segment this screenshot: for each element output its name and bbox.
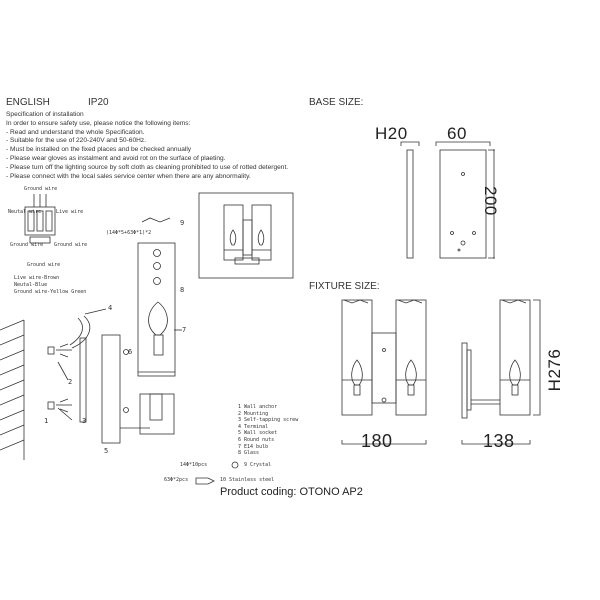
- steel-qty-label: 63Φ*2pcs: [164, 477, 189, 483]
- parts-legend: 1 Wall anchor 2 Mounting 3 Self-tapping …: [238, 404, 298, 457]
- callout-3: 3: [82, 417, 87, 425]
- fixture-front-view: [341, 299, 427, 416]
- base-width-dimension: 60: [447, 124, 467, 143]
- depth-dimension-line: [461, 440, 531, 445]
- wire-color-live: Live wire-Brown: [14, 275, 60, 281]
- spec-line: - Please turn off the lighting source by…: [6, 163, 289, 171]
- callout-5: 5: [104, 447, 109, 455]
- legend-item: 4 Terminal: [238, 423, 269, 430]
- inset-view-frame: [198, 192, 294, 279]
- spec-line: - Must be installed on the fixed places …: [6, 146, 192, 154]
- crystal-icon: [231, 461, 239, 469]
- wire-label-neutral: Neutal wire: [8, 209, 42, 215]
- wire-label-ground-top: Ground wire: [24, 186, 58, 192]
- spec-line: - Suitable for the use of 220-240V and 5…: [6, 137, 147, 145]
- spec-title: Specification of installation: [6, 111, 84, 118]
- spec-line: - Read and understand the whole Specific…: [6, 128, 145, 136]
- legend-item: 7 E14 bulb: [238, 443, 269, 450]
- product-coding: Product coding: OTONO AP2: [220, 486, 363, 498]
- legend-item: 1 Wall anchor: [238, 404, 278, 410]
- legend-item-crystal: 9 Crystal: [244, 462, 272, 468]
- callout-6: 6: [128, 348, 133, 356]
- round-nut: [123, 407, 129, 413]
- wire-color-neutral: Neutal-Blue: [14, 282, 48, 288]
- callout-8: 8: [180, 286, 185, 294]
- spec-line: In order to ensure safety use, please no…: [6, 119, 191, 127]
- ip-rating-label: IP20: [88, 97, 109, 108]
- wall-socket: [101, 334, 121, 444]
- wall-section: [0, 319, 25, 460]
- terminal-block: [24, 194, 56, 244]
- legend-item: 6 Round nuts: [238, 436, 275, 443]
- crystal-chain: [141, 217, 171, 223]
- callout-4: 4: [108, 304, 113, 312]
- mounting-plate: [79, 337, 87, 423]
- legend-item: 8 Glass: [238, 450, 260, 457]
- crystal-quantity: (14Φ*5+63Φ*1)*2: [106, 230, 152, 236]
- language-label: ENGLISH: [6, 97, 50, 108]
- wire-label-ground-bottom: Ground wire: [27, 262, 61, 268]
- fixture-depth-dimension: 138: [483, 431, 515, 451]
- round-nut: [123, 349, 129, 355]
- inset-fixture: [223, 204, 272, 265]
- wire-label-ground-side: Ground wire: [10, 242, 44, 248]
- legend-item-steel: 10 Stainless steel: [220, 477, 275, 483]
- wire-bundle: [69, 315, 91, 349]
- callout-1: 1: [44, 417, 49, 425]
- spec-line: - Please wear gloves as instalment and a…: [6, 154, 226, 162]
- specification-block: Specification of installation In order t…: [6, 111, 336, 181]
- wall-anchors: [47, 343, 72, 413]
- spec-line: - Please connect with the local sales se…: [6, 172, 251, 180]
- crystal-qty-label: 14Φ*10pcs: [180, 462, 208, 468]
- callout-9: 9: [180, 219, 185, 227]
- wire-label-live: Live wire: [56, 209, 84, 215]
- fixture-side-view: [461, 299, 531, 419]
- callout-2: 2: [68, 378, 73, 386]
- fixture-width-dimension: 180: [361, 431, 393, 451]
- legend-item: 2 Mounting: [238, 410, 269, 417]
- fixture-size-title: FIXTURE SIZE:: [309, 281, 380, 292]
- base-size-title: BASE SIZE:: [309, 97, 364, 108]
- steel-bar-icon: [195, 477, 215, 485]
- base-h-dimension: H20: [375, 124, 408, 143]
- callout-7: 7: [182, 326, 187, 334]
- base-height-dimension: 200: [481, 186, 500, 216]
- base-front-view: [439, 149, 487, 259]
- glass-shade: [137, 242, 176, 377]
- wire-color-ground: Ground wire-Yellow Green: [14, 289, 87, 295]
- fixture-height-dimension: H276: [545, 348, 564, 392]
- width-dimension-line: [341, 440, 427, 445]
- legend-item: 5 Wall socket: [238, 430, 278, 437]
- lamp-holder: [120, 393, 175, 435]
- height-dimension-line: [533, 299, 541, 416]
- legend-item: 3 Self-tapping screw: [238, 417, 299, 424]
- base-side-view: [406, 149, 414, 259]
- e14-bulb: [148, 301, 168, 356]
- wire-label-ground-side-right: Ground wire: [54, 242, 88, 248]
